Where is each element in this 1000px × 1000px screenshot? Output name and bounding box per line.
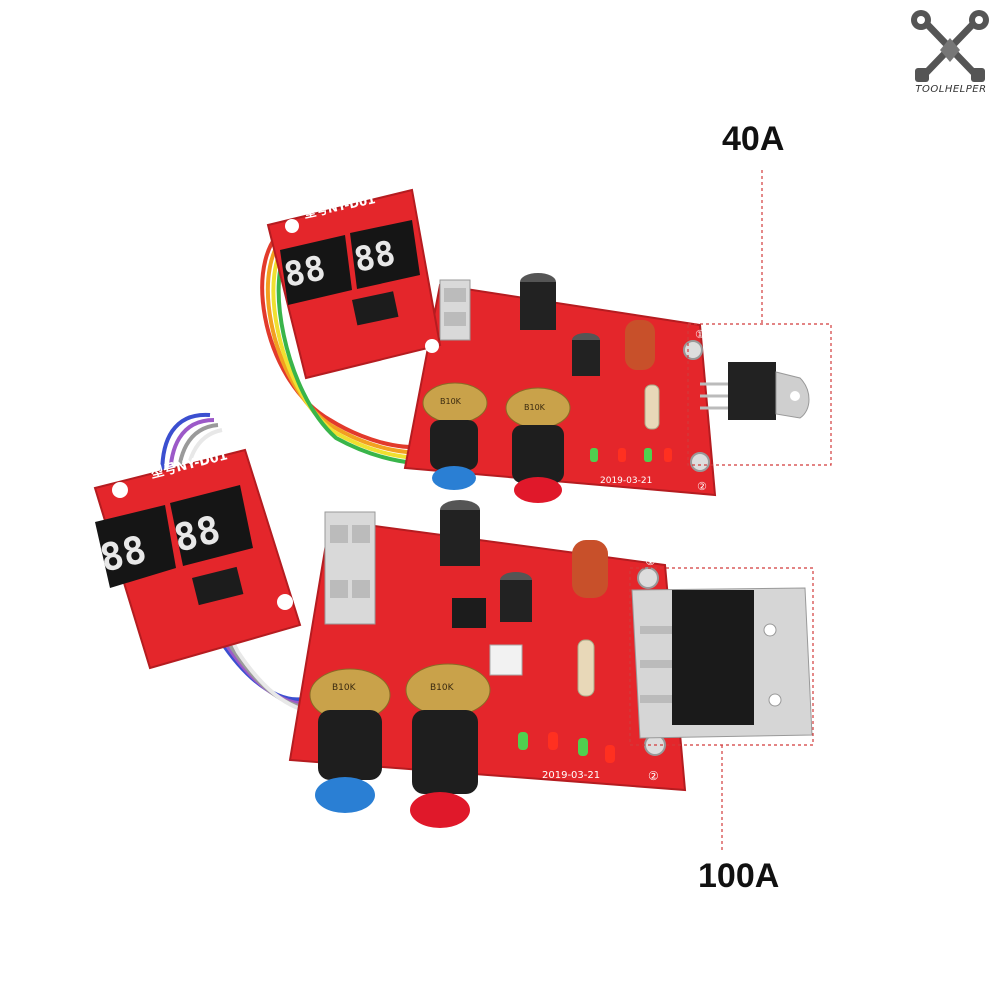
pot-label-100a-right: B10K [430,683,455,693]
wrench-cross-icon [911,10,989,82]
display-right-40a: 88 [351,233,399,281]
pot-label-40a-left: B10K [440,397,462,406]
pot-label-100a-left: B10K [332,683,357,693]
display-left-40a: 88 [281,248,329,296]
pcb-date-100a: 2019-03-21 [542,770,600,781]
toolhelper-logo [905,8,995,98]
brand-name: TOOLHELPER [915,84,987,95]
display-right-100a: 88 [170,507,225,561]
svg-text:①: ① [645,554,656,568]
label-40a: 40A [722,120,785,158]
svg-text:①: ① [695,328,705,341]
display-left-100a: 88 [96,527,151,581]
highlight-box-40a [687,323,832,466]
svg-text:②: ② [648,769,659,783]
pot-label-40a-right: B10K [524,403,546,412]
board-40a: ① ② 2019-03-21 B10K B10K [260,188,810,503]
svg-text:②: ② [697,480,707,493]
board-100a: ① ② 2019-03-21 B10 [93,412,813,828]
pcb-date-40a: 2019-03-21 [600,476,652,486]
label-100a: 100A [698,857,780,895]
